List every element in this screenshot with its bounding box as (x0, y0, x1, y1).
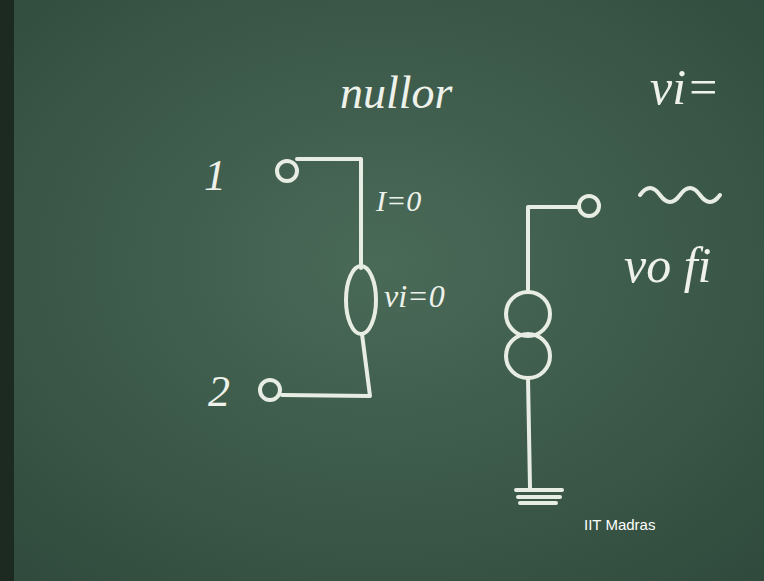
norator-symbol (506, 334, 550, 378)
board-title: nullor (340, 70, 452, 116)
chalk-scribble (640, 188, 720, 202)
chalk-label: vo fi (624, 240, 711, 290)
norator-symbol (506, 292, 550, 336)
terminal-circle (277, 161, 297, 181)
chalk-label: I=0 (376, 186, 421, 216)
chalk-label: vi=0 (384, 280, 445, 312)
chalk-label: vi= (650, 62, 720, 112)
chalk-label: 1 (204, 154, 226, 198)
terminal-circle (260, 380, 280, 400)
wire (528, 207, 579, 290)
wire (528, 378, 530, 488)
ground-symbol (516, 490, 562, 503)
terminal-circle (579, 196, 599, 216)
wire (297, 159, 361, 268)
nullator-symbol (346, 266, 376, 334)
board-edge (0, 0, 14, 581)
wire (282, 334, 370, 396)
watermark: IIT Madras (584, 516, 655, 533)
chalk-label: 2 (208, 370, 230, 414)
